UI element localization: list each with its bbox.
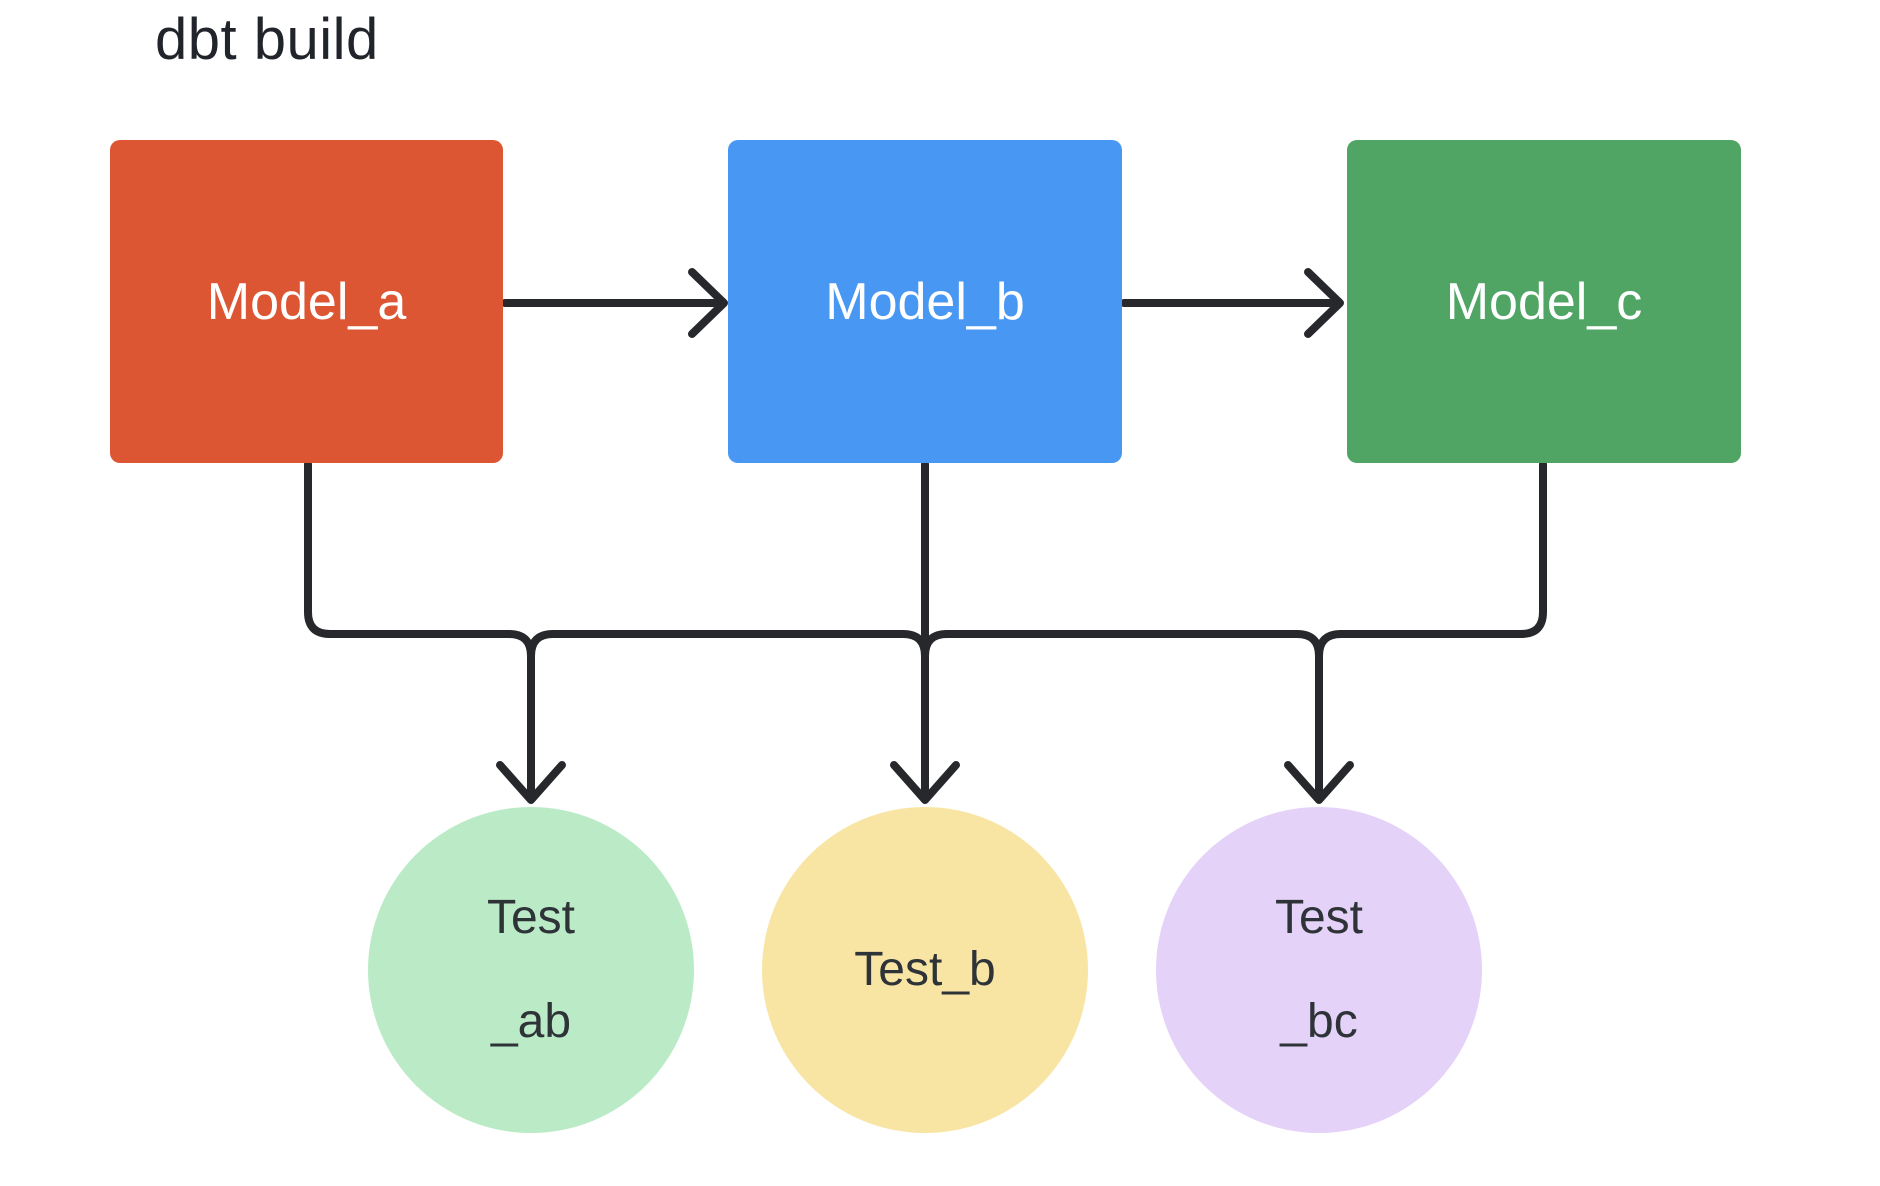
node-test-ab[interactable]: Test _ab [368,807,694,1133]
edge-line [304,460,513,638]
junction-fillet [921,630,951,660]
arrowhead-right-icon [1304,268,1344,338]
node-test-bc[interactable]: Test _bc [1156,807,1482,1133]
node-model-c[interactable]: Model_c [1347,140,1741,463]
node-model-a[interactable]: Model_a [110,140,503,463]
arrowhead-down-icon [1284,761,1354,804]
edge-model-a-to-bus [304,460,513,638]
test-bc-label-line1: Test [1274,891,1364,944]
arrowhead-down-icon [496,761,566,804]
edge-model-b-to-model-c [1120,268,1344,338]
edge-bus-to-test-bc [1284,630,1354,804]
junction-fillet [1315,630,1345,660]
node-model-b[interactable]: Model_b [728,140,1122,463]
model-c-label: Model_c [1445,272,1643,331]
test-ab-label-line1: Test [486,891,576,944]
edge-model-c-to-bus [1337,460,1547,638]
arrowhead-down-icon [890,761,960,804]
test-ab-label-line2: _ab [490,995,572,1048]
diagram-title: dbt build [155,7,379,72]
edge-bus-to-test-ab [496,630,566,804]
edge-line [1337,460,1547,638]
test-b-label-line1: Test_b [854,943,996,996]
arrowhead-right-icon [688,268,728,338]
edge-model-a-to-model-b [501,268,728,338]
model-a-label: Model_a [206,272,407,331]
node-test-b[interactable]: Test_b [762,807,1088,1133]
edge-model-b-to-test-b [890,460,960,804]
model-b-label: Model_b [825,272,1025,331]
test-bc-label-line2: _bc [1280,995,1358,1048]
junction-fillet [527,630,557,660]
